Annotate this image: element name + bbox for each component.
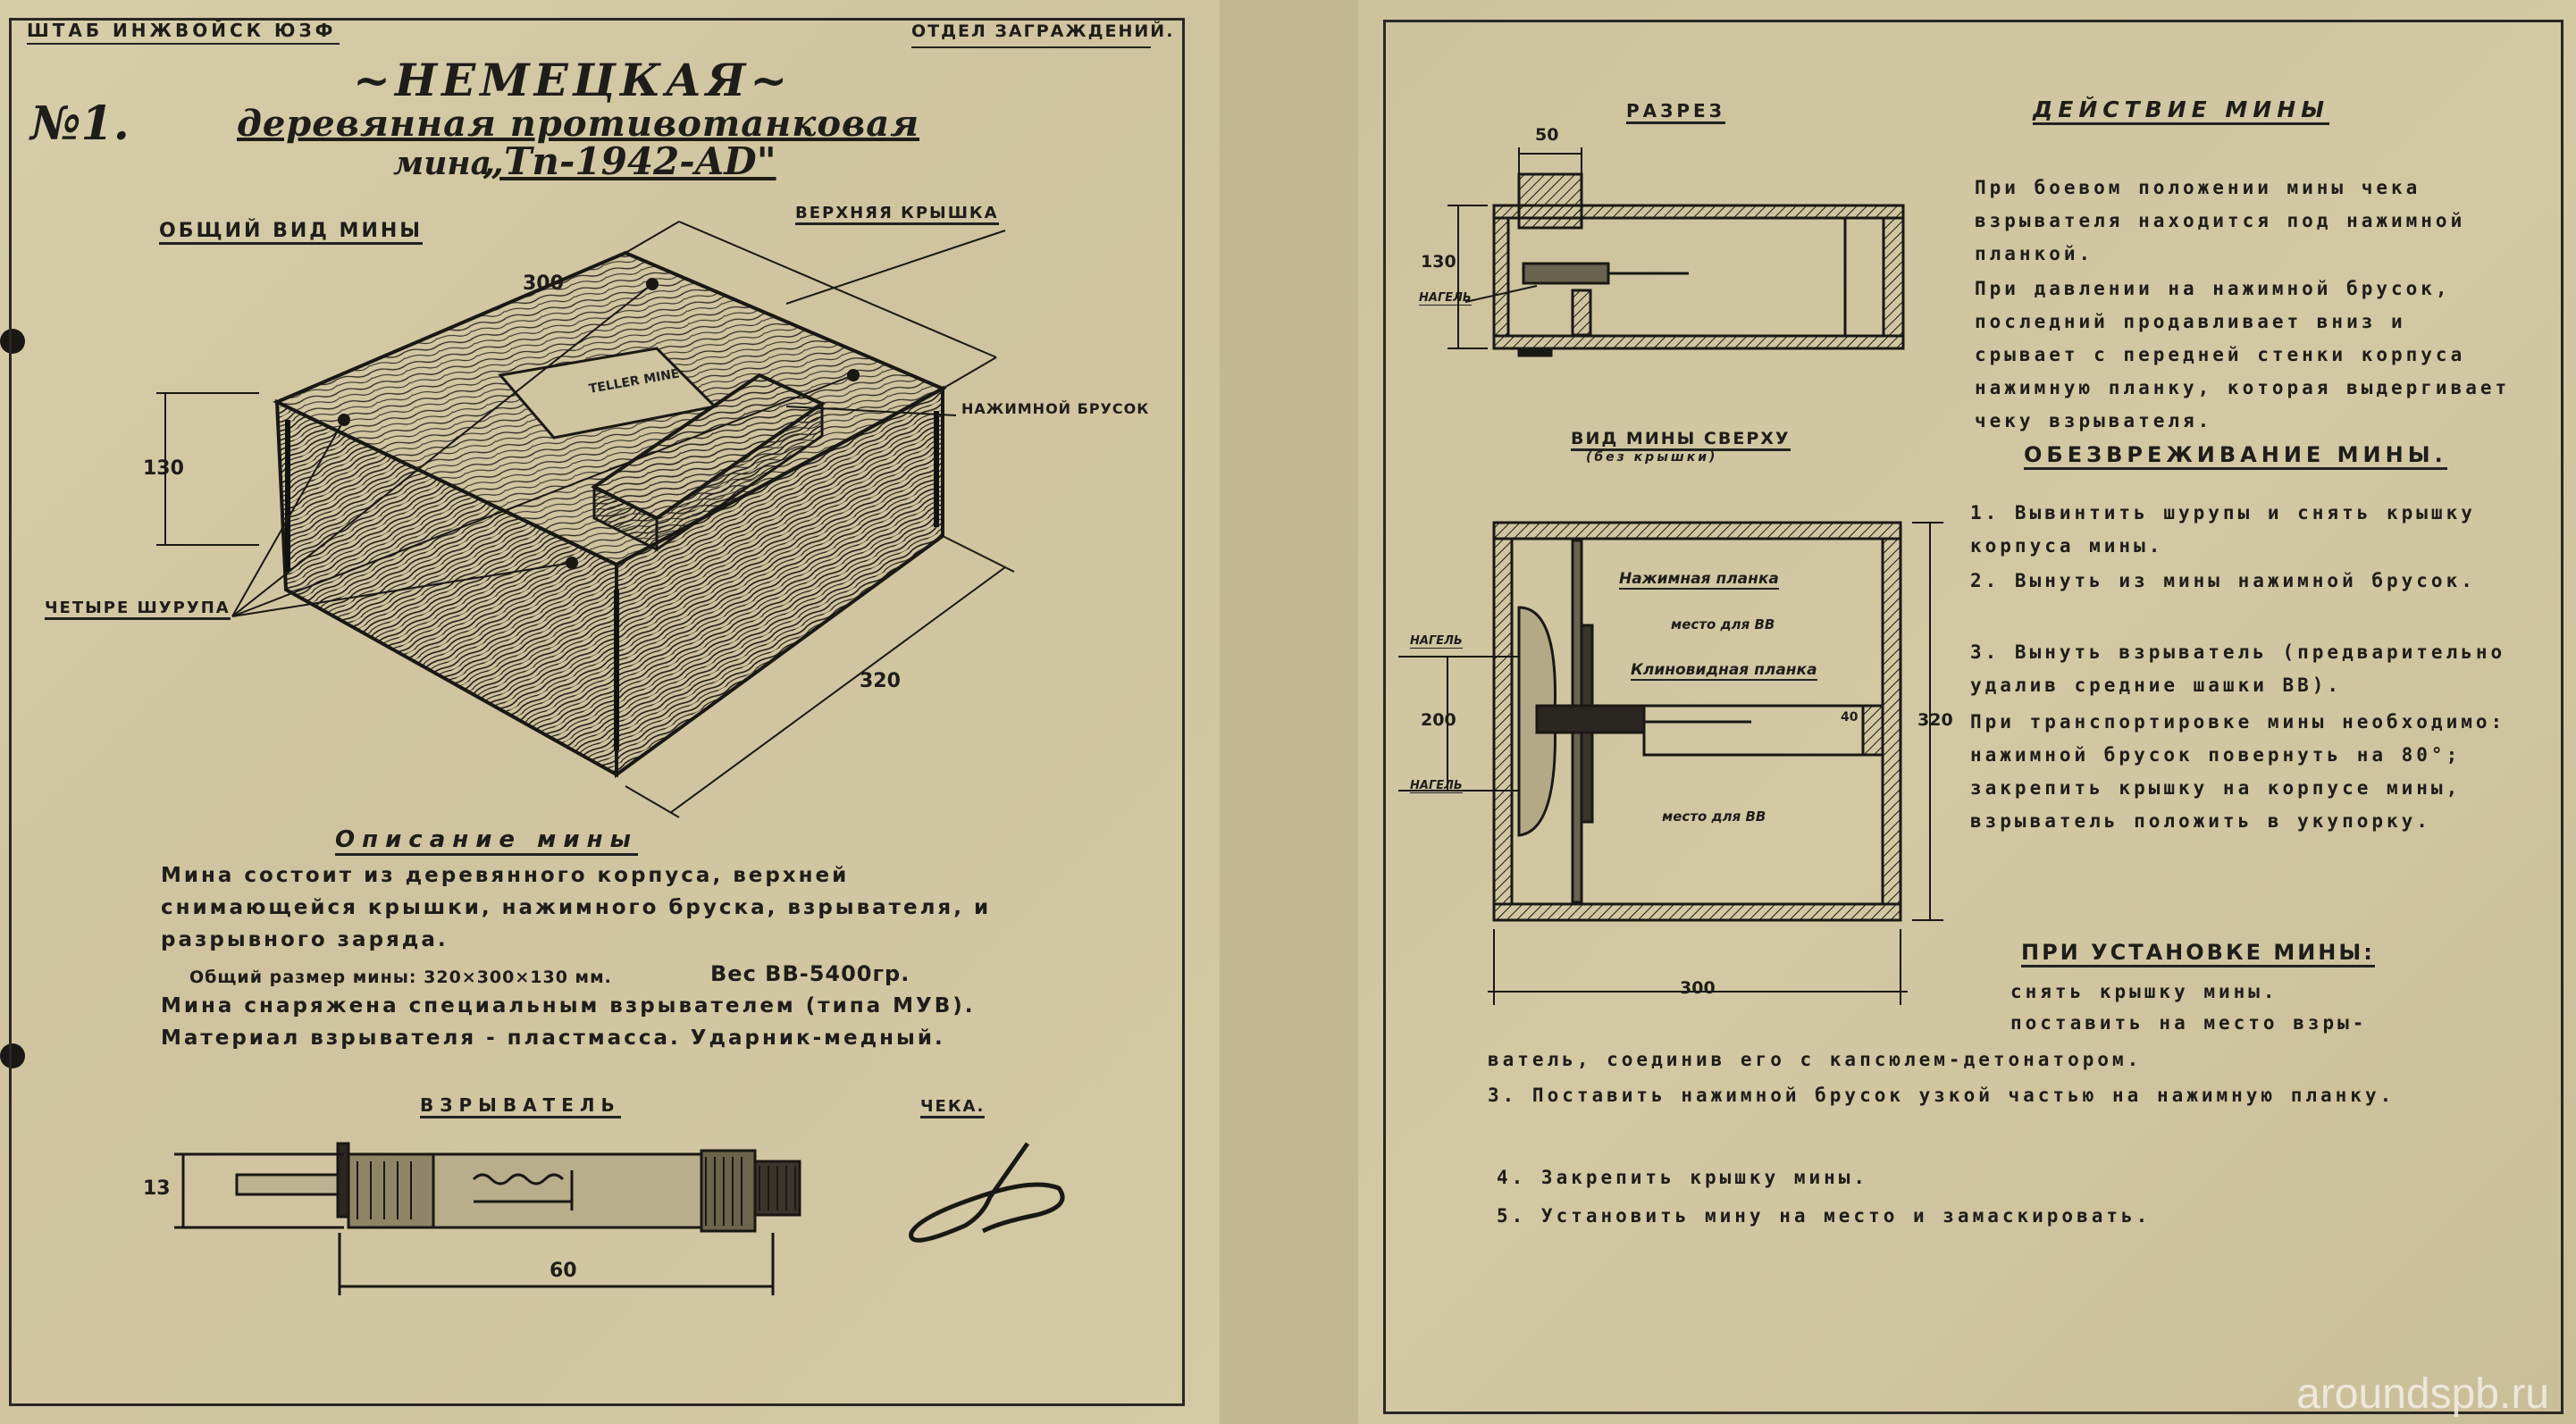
- top-view-dim-300: 300: [1680, 978, 1716, 998]
- disarm-1: 1. Вывинтить шурупы и снять крышку корпу…: [1970, 502, 2476, 557]
- install-2a: поставить на место взры-: [2010, 1012, 2368, 1034]
- disarm-title: ОБЕЗВРЕЖИВАНИЕ МИНЫ.: [2024, 442, 2447, 470]
- disarm-3: 3. Вынуть взрыватель (предварительно уда…: [1970, 641, 2506, 696]
- dim-length: 320: [860, 670, 901, 692]
- top-view-sub: (без крышки): [1586, 450, 1718, 465]
- right-page-frame: [1383, 20, 2563, 1414]
- mine-box-drawing: TELLER MINE: [156, 221, 1015, 818]
- top-lid-label: ВЕРХНЯЯ КРЫШКА: [795, 204, 999, 225]
- size-text: Общий размер мины: 320×300×130 мм.: [189, 967, 612, 987]
- section-dim-height: 130: [1421, 252, 1456, 272]
- install-title: ПРИ УСТАНОВКЕ МИНЫ:: [2021, 940, 2375, 967]
- dim-height: 130: [143, 457, 184, 480]
- mine-number: №1.: [30, 96, 130, 151]
- site-watermark: aroundspb.ru: [2296, 1370, 2549, 1418]
- screws-label: ЧЕТЫРЕ ШУРУПА: [45, 599, 231, 620]
- disarm-2: 2. Вынуть из мины нажимной брусок.: [1970, 570, 2476, 591]
- title-subtitle: деревянная противотанковая: [237, 103, 920, 145]
- pressure-bar-label: НАЖИМНОЙ БРУСОК: [961, 400, 1150, 417]
- install-1: снять крышку мины.: [2010, 981, 2278, 1002]
- header-right: ОТДЕЛ ЗАГРАЖДЕНИЙ.: [911, 21, 1175, 41]
- general-view-label: ОБЩИЙ ВИД МИНЫ: [159, 220, 424, 245]
- title-german: ~НЕМЕЦКАЯ~: [353, 54, 793, 106]
- weight-text: Вес ВВ-5400гр.: [710, 961, 910, 986]
- action-p2: При давлении на нажимной брусок, последн…: [1975, 278, 2511, 431]
- section-label: РАЗРЕЗ: [1626, 100, 1725, 124]
- top-view-dim-40: 40: [1841, 710, 1859, 725]
- fuse-dim-length: 60: [550, 1260, 577, 1282]
- transport-text: При транспортировке мины необходимо: наж…: [1970, 711, 2506, 832]
- fuse-drawing: [174, 1142, 1065, 1295]
- header-right-underline: [911, 46, 1151, 48]
- pressure-plank-label: Нажимная планка: [1619, 570, 1779, 590]
- header-left-underline: [27, 43, 340, 45]
- title-mine-word: мина: [393, 145, 491, 182]
- install-5: 5. Установить мину на место и замаскиров…: [1497, 1205, 2152, 1227]
- section-dim-top: 50: [1535, 125, 1559, 145]
- top-view-dim-200: 200: [1421, 710, 1456, 730]
- binding-hole: [0, 329, 25, 354]
- description-p2: Мина снаряжена специальным взрывателем (…: [161, 994, 976, 1050]
- fuse-label: ВЗРЫВАТЕЛЬ: [420, 1094, 621, 1118]
- action-p1: При боевом положении мины чека взрывател…: [1975, 177, 2466, 264]
- action-title: ДЕЙСТВИЕ МИНЫ: [2033, 96, 2330, 125]
- sheet-gap: [1220, 0, 1358, 1424]
- description-title: Описание мины: [335, 826, 639, 856]
- explosive-place-1: место для ВВ: [1671, 616, 1775, 632]
- pin-label: ЧЕКА.: [920, 1097, 986, 1118]
- fuse-dim-height: 13: [143, 1177, 171, 1200]
- wedge-plank-label: Клиновидная планка: [1631, 661, 1817, 681]
- install-3: 3. Поставить нажимной брусок узкой часть…: [1488, 1085, 2396, 1106]
- install-2b: ватель, соединив его с капсюлем-детонато…: [1488, 1049, 2143, 1070]
- top-view-nagel-1: НАГЕЛЬ: [1410, 634, 1463, 649]
- header-left: ШТАБ ИНЖВОЙСК ЮЗФ: [27, 20, 337, 41]
- top-view-dim-320: 320: [1917, 710, 1953, 730]
- explosive-place-2: место для ВВ: [1662, 808, 1766, 825]
- binding-hole: [0, 1043, 25, 1068]
- description-p1: Мина состоит из деревянного корпуса, вер…: [161, 864, 992, 951]
- install-4: 4. Закрепить крышку мины.: [1497, 1167, 1869, 1188]
- title-mine-model: „Тп-1942-AD": [482, 139, 776, 183]
- top-view-nagel-2: НАГЕЛЬ: [1410, 779, 1463, 793]
- left-page-frame: [9, 18, 1185, 1406]
- top-view-label: ВИД МИНЫ СВЕРХУ: [1571, 429, 1791, 451]
